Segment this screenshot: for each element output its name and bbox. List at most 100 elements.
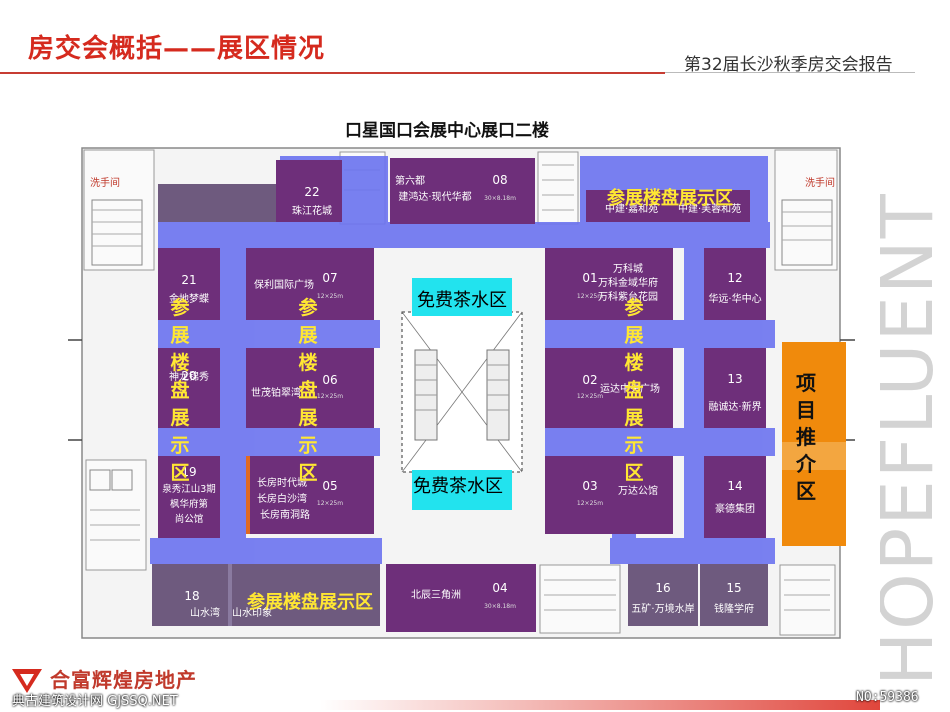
vertical-label-char: 参 — [170, 296, 189, 319]
tea-area-top[interactable]: 免费茶水区 — [412, 278, 512, 316]
brand-vertical-label: HOPEFLUENT — [880, 192, 949, 686]
display-area-label-bottom: 参展楼盘展示区 — [247, 591, 373, 613]
booth-name: 长房南洞路 — [260, 508, 310, 521]
booth-size: 30×8.18m — [484, 195, 516, 202]
restroom-right: 洗手间 — [774, 149, 838, 271]
stairs-right-lower — [779, 564, 836, 636]
vertical-label-char: 参 — [298, 296, 317, 319]
booth-22[interactable]: 22 珠江花城 — [158, 160, 342, 222]
vertical-label-char: 展 — [298, 325, 317, 347]
booth-number: 18 — [184, 589, 199, 603]
booth-06[interactable]: 06 世茂铂翠湾 12×25m — [246, 348, 374, 428]
floor-plan-title: 口星国口会展中心展口二楼 — [345, 121, 549, 141]
restroom-left: 洗手间 — [83, 149, 155, 271]
watermark-right: NO:59386 — [856, 690, 919, 705]
booth-zhongjian[interactable]: 中建·嘉和苑 中建·芙蓉和苑 — [586, 190, 750, 222]
brand-vertical-text: HOPEFLUENT — [880, 192, 949, 686]
booth-number: 20 — [181, 369, 196, 383]
booth-name: 珠江花城 — [292, 204, 332, 217]
booth-07[interactable]: 07 保利国际广场 12×25m — [246, 248, 374, 320]
vertical-label-char: 楼 — [624, 351, 643, 374]
booth-size: 12×25m — [317, 293, 343, 300]
booth-18[interactable]: 18 山水湾 山水印象 — [152, 564, 380, 626]
booth-12[interactable]: 12 华远·华中心 — [704, 248, 766, 320]
booth-name: 万达公馆 — [618, 484, 658, 497]
booth-name: 中建·嘉和苑 — [605, 202, 658, 215]
booth-name: 山水印象 — [232, 607, 272, 619]
booth-name: 钱隆学府 — [714, 602, 754, 615]
vertical-label-char: 楼 — [298, 351, 317, 374]
restroom-label: 洗手间 — [805, 176, 835, 189]
booth-number: 21 — [181, 273, 196, 287]
booth-number: 15 — [726, 581, 741, 595]
booth-name: 万科城 — [613, 262, 643, 275]
booth-name: 枫华府第 — [170, 498, 208, 510]
vertical-label-char: 参 — [624, 296, 643, 319]
booths: 22 珠江花城 08 第六都 建鸿达·现代华都 30×8.18m 中建·嘉和苑 … — [152, 158, 768, 632]
booth-number: 05 — [322, 479, 337, 493]
booth-name: 五矿·万境水岸 — [631, 602, 694, 615]
booth-21[interactable]: 21 金地梦蝶 — [158, 248, 220, 320]
booth-name: 运达中央广场 — [600, 382, 660, 395]
vertical-label-char: 介 — [795, 452, 817, 476]
booth-name: 北辰三角洲 — [411, 589, 461, 601]
booth-number: 07 — [322, 271, 337, 285]
booth-05[interactable]: 05 长房时代城 长房白沙湾 长房南洞路 12×25m — [246, 456, 374, 534]
display-area-label-top: 参展楼盘展示区 — [607, 187, 733, 209]
booth-14[interactable]: 14 豪德集团 — [704, 456, 766, 538]
booth-size: 30×8.18m — [484, 603, 516, 610]
atrium — [401, 311, 523, 473]
booth-13[interactable]: 13 融诚达·新界 — [704, 348, 766, 428]
booth-number: 14 — [727, 479, 742, 493]
vertical-label-char: 展 — [624, 325, 643, 347]
page-title: 房交会概括——展区情况 — [28, 34, 326, 64]
vertical-label-char: 区 — [298, 462, 317, 484]
booth-name: 中建·芙蓉和苑 — [678, 202, 741, 215]
booth-name: 山水湾 — [190, 606, 220, 619]
booth-name: 建鸿达·现代华都 — [398, 190, 471, 203]
vertical-label-char: 楼 — [170, 351, 189, 374]
report-title: 第32届长沙秋季房交会报告 — [684, 55, 893, 75]
vertical-label-char: 盘 — [298, 379, 317, 402]
booth-number: 13 — [727, 372, 742, 386]
booth-number: 04 — [492, 581, 507, 595]
footer-bar — [320, 700, 880, 710]
booth-02[interactable]: 02 运达中央广场 12×25m — [545, 348, 673, 428]
booth-19[interactable]: 19 泉秀江山3期 枫华府第 尚公馆 — [158, 456, 220, 538]
booth-number: 01 — [582, 271, 597, 285]
booth-08[interactable]: 08 第六都 建鸿达·现代华都 30×8.18m — [390, 158, 535, 224]
booth-01[interactable]: 01 万科城 万科金域华府 万科紫台花园 12×25m — [545, 248, 673, 320]
vertical-label-char: 示 — [624, 435, 643, 457]
booth-size: 12×25m — [577, 500, 603, 507]
vertical-label-char: 示 — [170, 435, 189, 457]
booth-name: 世茂铂翠湾 — [251, 386, 301, 399]
booth-number: 19 — [181, 465, 196, 479]
booth-number: 08 — [492, 173, 507, 187]
vertical-label-char: 展 — [170, 325, 189, 347]
booth-03[interactable]: 03 万达公馆 12×25m — [545, 456, 673, 534]
booth-16[interactable]: 16 五矿·万境水岸 — [628, 564, 698, 626]
booth-name: 神龙锦秀 — [169, 370, 209, 383]
booth-name: 尚公馆 — [175, 513, 204, 525]
vertical-label-char: 目 — [796, 398, 816, 422]
booth-20[interactable]: 20 神龙锦秀 — [158, 348, 220, 428]
booth-15[interactable]: 15 钱隆学府 — [700, 564, 768, 626]
booth-number: 12 — [727, 271, 742, 285]
booth-name: 豪德集团 — [715, 502, 755, 515]
restroom-label: 洗手间 — [90, 176, 120, 189]
vertical-label-char: 盘 — [170, 379, 189, 402]
booth-name: 长房时代城 — [257, 476, 307, 489]
booth-name: 万科紫台花园 — [598, 290, 658, 303]
tea-area-label: 免费茶水区 — [417, 290, 507, 311]
display-area-label-vertical: 参展楼盘展示区 — [170, 296, 189, 484]
vertical-label-char: 展 — [624, 407, 643, 429]
booth-number: 22 — [304, 185, 319, 199]
booth-number: 02 — [582, 373, 597, 387]
vertical-label-char: 区 — [624, 462, 643, 484]
booth-name: 泉秀江山3期 — [162, 483, 216, 495]
tea-area-bottom[interactable]: 免费茶水区 — [412, 470, 512, 510]
booth-04[interactable]: 04 北辰三角洲 30×8.18m — [386, 564, 536, 632]
